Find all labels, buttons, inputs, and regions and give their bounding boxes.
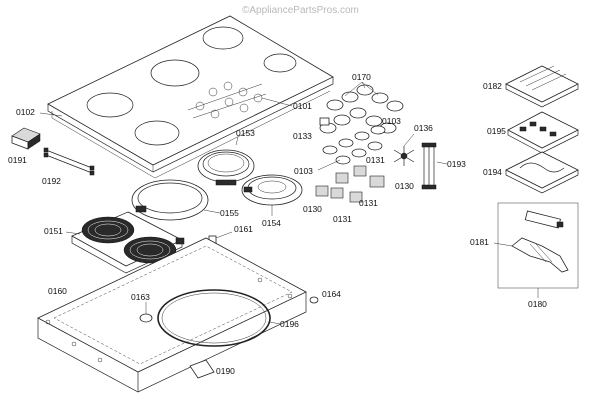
part-0182-board[interactable] bbox=[505, 65, 579, 108]
part-0130-relays[interactable] bbox=[315, 175, 385, 197]
part-0191-bracket[interactable] bbox=[11, 127, 41, 150]
part-0190-label[interactable] bbox=[189, 359, 215, 379]
part-0194-board[interactable] bbox=[505, 151, 579, 194]
part-0164-screw[interactable] bbox=[309, 296, 319, 304]
part-0196-gasket[interactable] bbox=[157, 289, 271, 347]
part-0103-switches[interactable] bbox=[322, 125, 386, 165]
part-0155-element[interactable] bbox=[131, 179, 209, 221]
label-0136: 0136 bbox=[414, 123, 433, 133]
label-0133: 0133 bbox=[293, 131, 312, 141]
label-0155: 0155 bbox=[220, 208, 239, 218]
label-0154: 0154 bbox=[262, 218, 281, 228]
label-0170: 0170 bbox=[352, 72, 371, 82]
label-0101: 0101 bbox=[293, 101, 312, 111]
part-0154-element[interactable] bbox=[241, 174, 303, 206]
label-0131-c: 0131 bbox=[333, 214, 352, 224]
label-0153: 0153 bbox=[236, 128, 255, 138]
label-0103-lower: 0103 bbox=[294, 166, 313, 176]
part-0151-dual-element[interactable] bbox=[71, 211, 185, 274]
label-0130-b: 0130 bbox=[303, 204, 322, 214]
part-0192-wires[interactable] bbox=[43, 147, 95, 176]
label-0194: 0194 bbox=[483, 167, 502, 177]
label-0180: 0180 bbox=[528, 299, 547, 309]
part-0153-element[interactable] bbox=[197, 149, 255, 186]
part-0133[interactable] bbox=[319, 117, 330, 126]
label-0160: 0160 bbox=[48, 286, 67, 296]
label-0181: 0181 bbox=[470, 237, 489, 247]
label-0130-a: 0130 bbox=[395, 181, 414, 191]
label-0192: 0192 bbox=[42, 176, 61, 186]
label-0195: 0195 bbox=[487, 126, 506, 136]
label-0161: 0161 bbox=[234, 224, 253, 234]
label-0164: 0164 bbox=[322, 289, 341, 299]
part-0160-housing[interactable] bbox=[37, 237, 307, 393]
part-0193-wires[interactable] bbox=[421, 142, 437, 190]
part-0136-connector[interactable] bbox=[393, 146, 415, 166]
label-0163: 0163 bbox=[131, 292, 150, 302]
part-0131-relays[interactable] bbox=[330, 165, 367, 203]
label-0131-b: 0131 bbox=[359, 198, 378, 208]
label-0151: 0151 bbox=[44, 226, 63, 236]
label-0182: 0182 bbox=[483, 81, 502, 91]
label-0102: 0102 bbox=[16, 107, 35, 117]
cooktop-glass[interactable] bbox=[47, 15, 334, 179]
watermark: ©AppliancePartsPros.com bbox=[242, 5, 359, 16]
label-0196: 0196 bbox=[280, 319, 299, 329]
label-0103-upper: 0103 bbox=[382, 116, 401, 126]
part-0195-board[interactable] bbox=[507, 111, 579, 154]
label-0193: 0193 bbox=[447, 159, 466, 169]
label-0190: 0190 bbox=[216, 366, 235, 376]
label-0131-a: 0131 bbox=[366, 155, 385, 165]
label-0191: 0191 bbox=[8, 155, 27, 165]
part-0163-grommet[interactable] bbox=[139, 302, 153, 323]
part-0181-tube[interactable] bbox=[524, 210, 564, 229]
part-0180-kit[interactable] bbox=[497, 202, 579, 289]
